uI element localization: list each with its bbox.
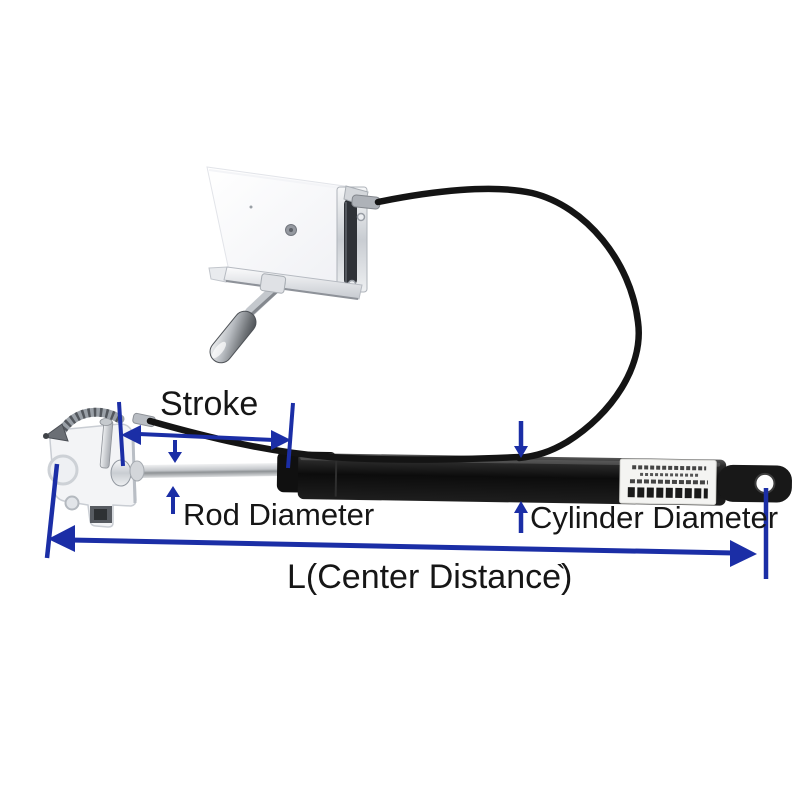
bracket-flange <box>223 266 363 300</box>
stroke-dimension-label: Stroke <box>160 385 259 423</box>
rod-diameter-arrowhead-down <box>168 452 182 463</box>
cable-upper-loop <box>374 185 642 462</box>
cylinder-diameter-label: Cylinder Diameter <box>530 500 779 535</box>
bracket-channel-slot <box>344 199 357 285</box>
handle-grip <box>209 310 257 364</box>
plate-speck <box>249 205 253 209</box>
clamp-mouth-inner <box>94 509 107 520</box>
plate-screw-center <box>289 228 293 232</box>
rod <box>129 463 283 479</box>
product-label <box>619 458 717 506</box>
rod-washer-small <box>129 460 145 482</box>
bracket-plate-edge-highlight <box>208 169 349 190</box>
cable-end-tip <box>43 433 49 439</box>
stroke-dimension-line <box>138 432 275 442</box>
center-distance-label: L(Center Distance) <box>287 558 573 596</box>
dimension-annotations <box>44 401 769 579</box>
channel-screw-hole <box>356 212 366 222</box>
mounting-clamp <box>42 407 156 528</box>
stroke-arrowhead-left <box>121 425 141 445</box>
cylinder-diameter-arrowhead-up <box>514 501 528 513</box>
clamp-small-hole <box>64 495 80 511</box>
label-fineprint-row <box>640 472 701 477</box>
lever-pin-cap <box>99 418 113 426</box>
handle-pivot <box>259 273 287 294</box>
center-distance-arrowhead-left <box>48 525 75 552</box>
stroke-arrowhead-right <box>271 430 291 450</box>
cylinder-diameter-arrowhead-down <box>514 446 528 458</box>
label-fineprint-row <box>629 479 708 485</box>
stray-tick-mark: ` <box>556 560 566 593</box>
piston-rod <box>129 463 283 479</box>
cable-end-cone <box>42 423 69 442</box>
center-distance-extension-left <box>44 463 60 559</box>
label-fineprint-row <box>632 465 707 471</box>
handle-grip-glare <box>211 341 227 359</box>
cylinder-body <box>297 453 727 506</box>
rod-diameter-arrowhead-up <box>166 486 180 497</box>
label-brand-row-upside-down <box>627 487 708 499</box>
gas-spring-cylinder <box>276 451 792 506</box>
release-handle-assembly <box>206 166 381 364</box>
center-distance-arrowhead-right <box>730 540 757 567</box>
flange-shadow-edge <box>225 280 359 300</box>
center-distance-dimension-line <box>69 537 735 556</box>
stroke-extension-line-left <box>117 401 125 467</box>
collar-seam <box>334 454 338 497</box>
rod-diameter-label: Rod Diameter <box>183 497 375 532</box>
stroke-extension-line-right <box>286 402 295 469</box>
